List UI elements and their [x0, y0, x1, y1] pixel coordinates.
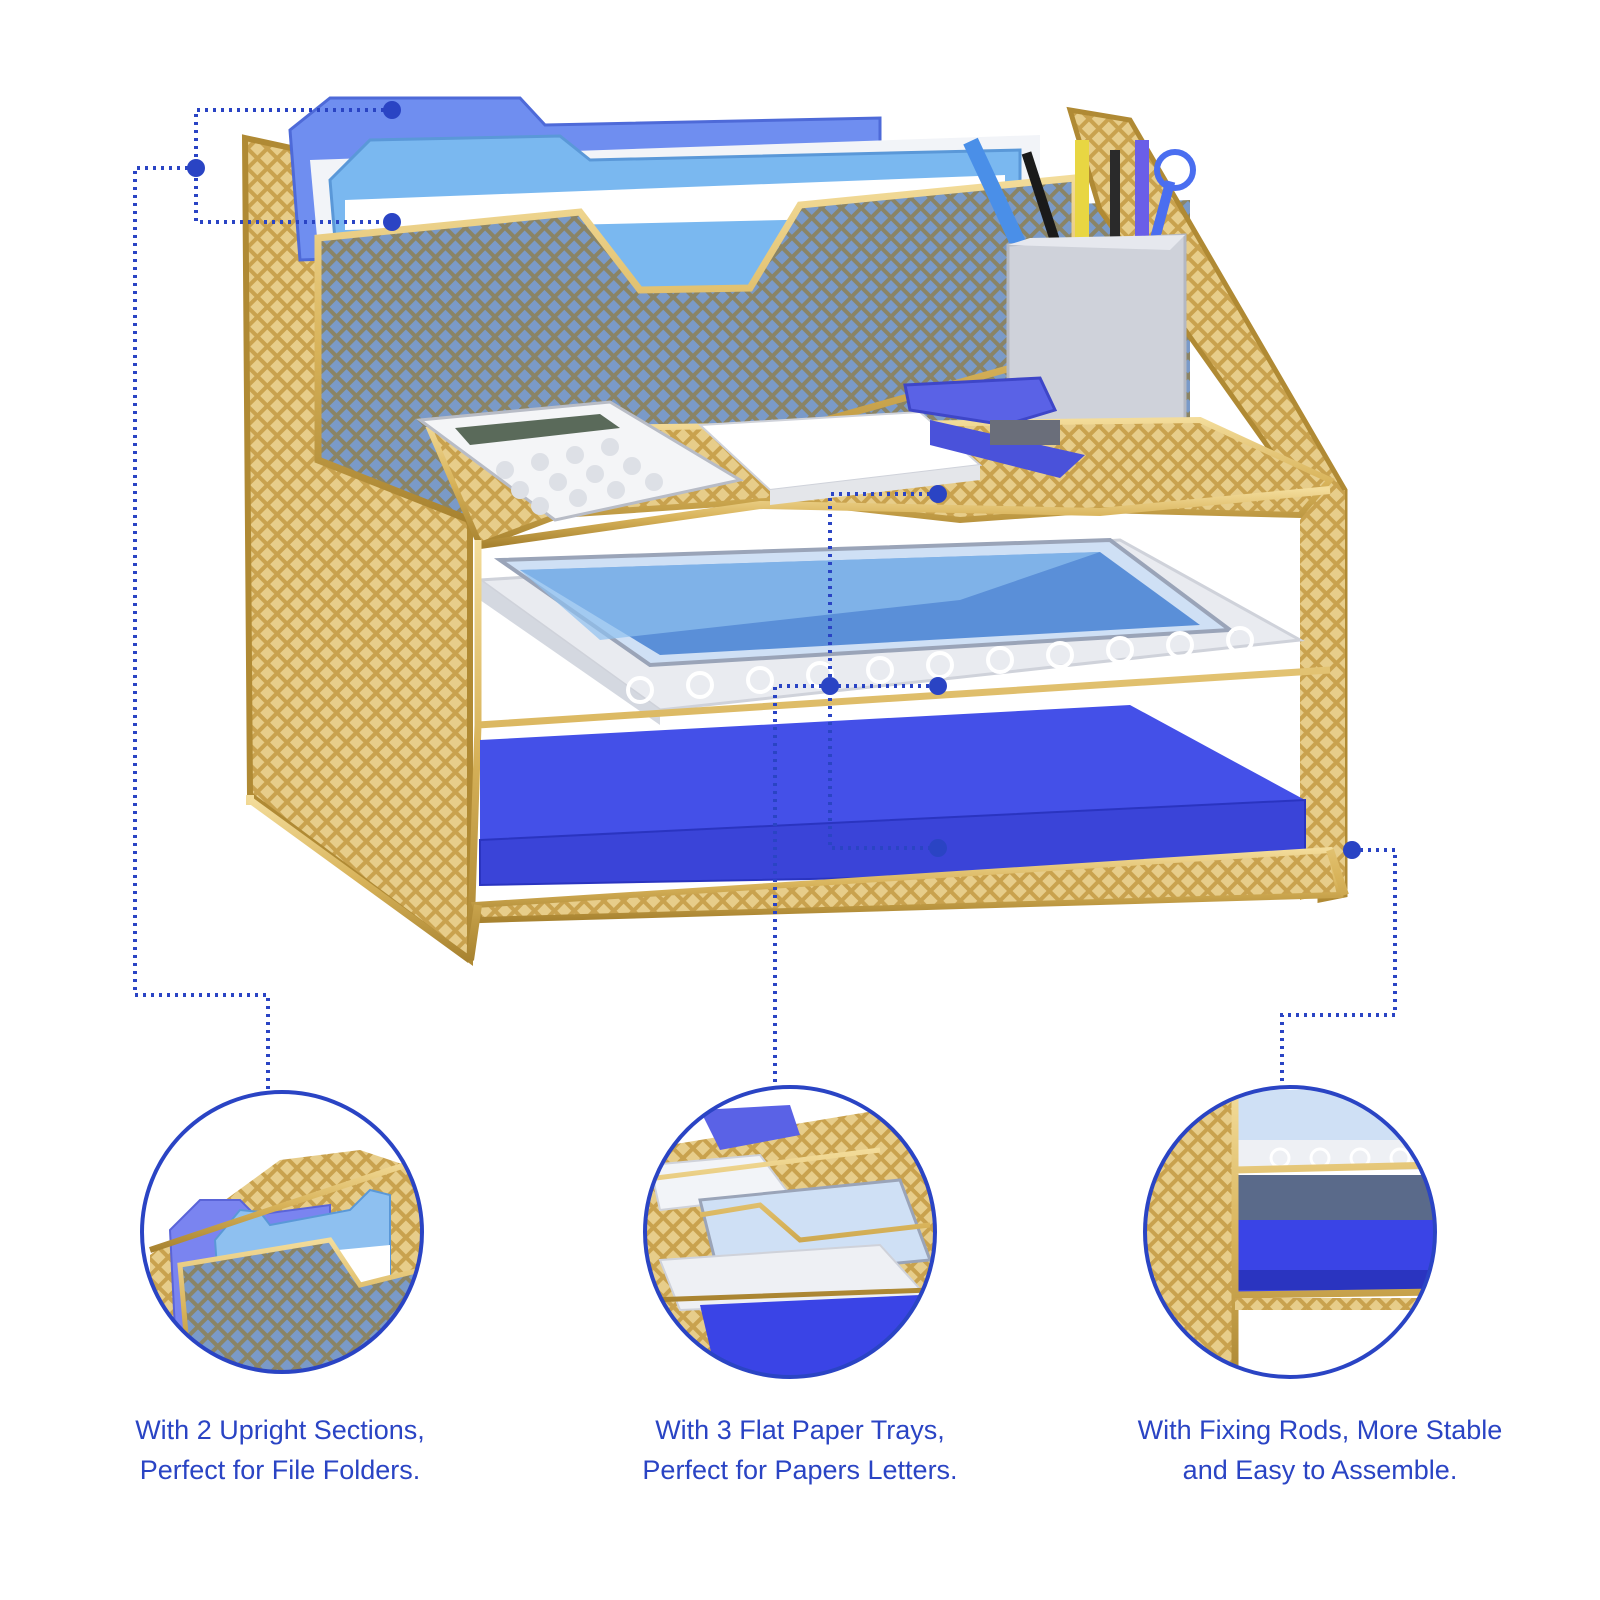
middle-tray-contents — [475, 537, 1305, 725]
caption-line-1: With 2 Upright Sections, — [135, 1415, 425, 1445]
caption-line-1: With Fixing Rods, More Stable — [1137, 1415, 1503, 1445]
middle-tray-rail — [466, 540, 1331, 961]
callout-line-upright — [194, 108, 392, 224]
spiral-binding — [626, 626, 1254, 704]
callout-dots — [187, 101, 1361, 859]
detail-circle-fixing-rods — [1143, 1085, 1437, 1379]
feature-caption-upright-sections: With 2 Upright Sections, Perfect for Fil… — [70, 1410, 490, 1490]
callout-line-rods — [1280, 848, 1397, 1090]
notepad — [697, 410, 983, 505]
feature-caption-flat-trays: With 3 Flat Paper Trays, Perfect for Pap… — [590, 1410, 1010, 1490]
caption-line-2: Perfect for File Folders. — [139, 1455, 421, 1485]
callout-line-trays — [773, 492, 938, 1090]
caption-line-1: With 3 Flat Paper Trays, — [655, 1415, 945, 1445]
right-lower-panel — [1300, 490, 1345, 900]
detail-circle-upright-sections — [140, 1090, 424, 1374]
pen-holder — [963, 137, 1196, 457]
callout-lines — [133, 108, 1397, 1090]
calculator — [415, 400, 745, 522]
desk-organizer — [241, 96, 1349, 966]
detail-circle-border — [140, 1090, 424, 1374]
detail-circle-border — [1143, 1085, 1437, 1379]
detail-circle-flat-trays — [643, 1085, 937, 1379]
detail-circle-border — [643, 1085, 937, 1379]
feature-caption-fixing-rods: With Fixing Rods, More Stable and Easy t… — [1110, 1410, 1530, 1490]
stapler — [903, 376, 1085, 478]
callout-line-upright-lead — [133, 166, 270, 1090]
caption-line-2: and Easy to Assemble. — [1182, 1455, 1458, 1485]
caption-line-2: Perfect for Papers Letters. — [642, 1455, 958, 1485]
